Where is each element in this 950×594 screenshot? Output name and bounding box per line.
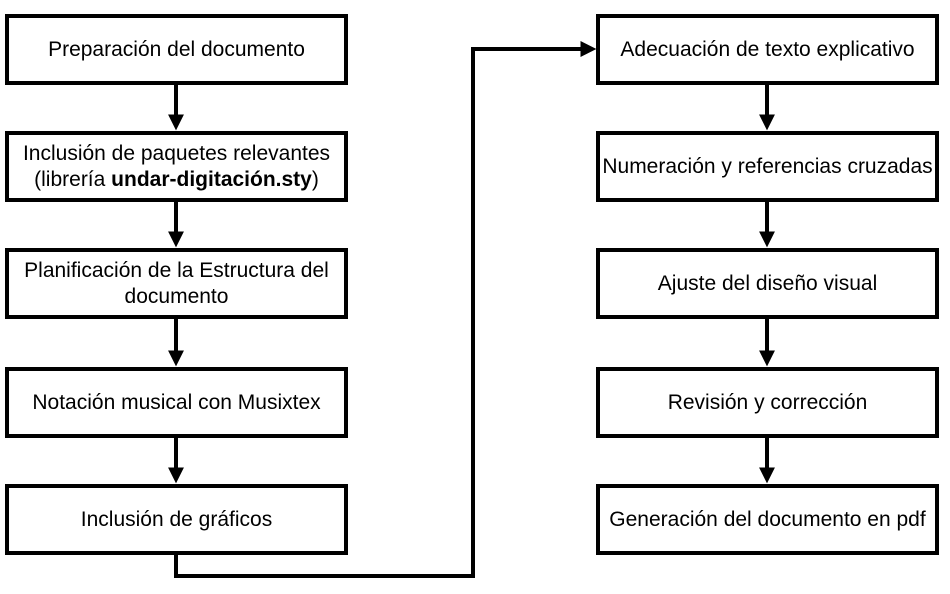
step-ajuste-diseno: Ajuste del diseño visual — [596, 248, 939, 319]
step-label: Revisión y corrección — [667, 390, 868, 414]
library-filename: undar-digitación.sty — [111, 167, 312, 191]
step-label: Numeración y referencias cruzadas — [602, 154, 933, 178]
step-preparacion-documento: Preparación del documento — [5, 14, 348, 85]
step-notacion-musical: Notación musical con Musixtex — [5, 367, 348, 438]
step-adecuacion-texto: Adecuación de texto explicativo — [596, 14, 939, 85]
arrow-5-to-6 — [174, 41, 597, 578]
step-label: Generación del documento en pdf — [609, 507, 926, 531]
step-generacion-pdf: Generación del documento en pdf — [596, 484, 939, 555]
step-label: Inclusión de paquetes relevantes — [22, 142, 331, 166]
step-label-secondary: (librería undar-digitación.sty) — [34, 167, 319, 192]
step-label: Ajuste del diseño visual — [657, 271, 878, 295]
step-label: Planificación de la Estructura del — [24, 259, 329, 283]
step-revision-correccion: Revisión y corrección — [596, 367, 939, 438]
step-label-suffix: ) — [311, 167, 319, 191]
step-numeracion-referencias: Numeración y referencias cruzadas — [596, 131, 939, 202]
step-planificacion-estructura: Planificación de la Estructura del docum… — [5, 248, 348, 319]
step-label-secondary: documento — [124, 284, 229, 308]
step-label: Notación musical con Musixtex — [32, 390, 321, 414]
step-inclusion-graficos: Inclusión de gráficos — [5, 484, 348, 555]
step-label: Inclusión de gráficos — [80, 507, 273, 531]
step-label: Adecuación de texto explicativo — [620, 37, 915, 61]
step-label-prefix: (librería — [34, 167, 112, 191]
step-inclusion-paquetes: Inclusión de paquetes relevantes (librer… — [5, 131, 348, 202]
step-label: Preparación del documento — [48, 37, 305, 61]
